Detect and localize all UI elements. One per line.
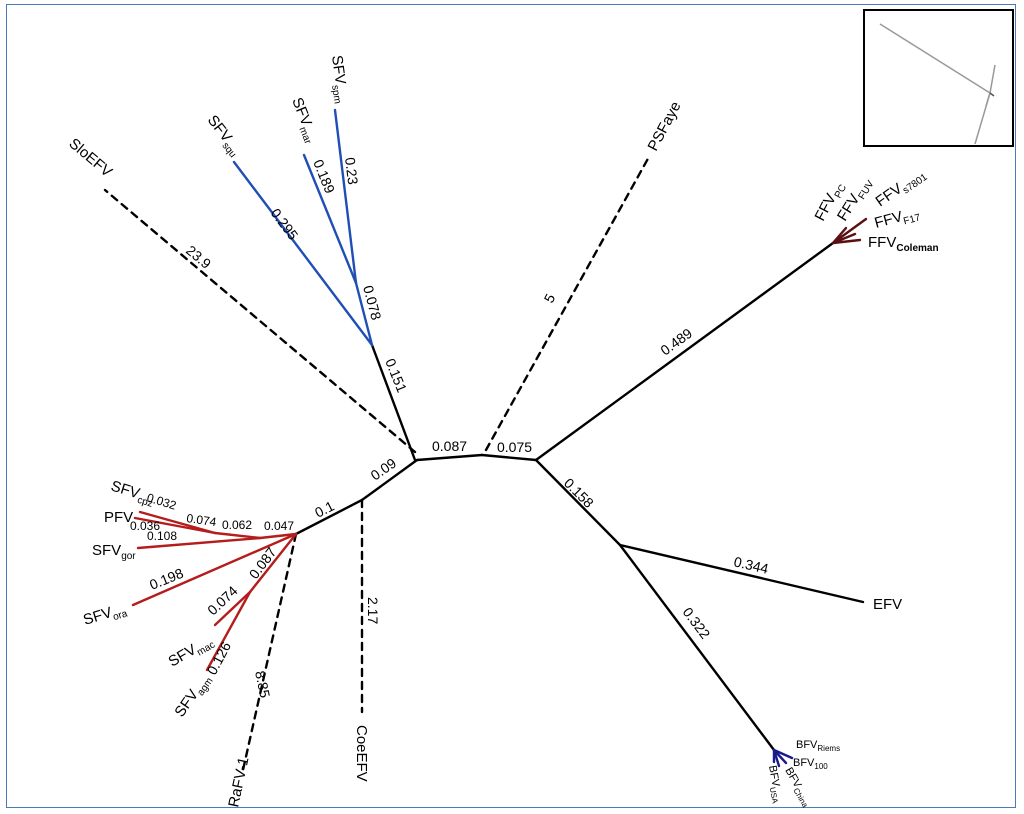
taxon-sfv-agm: SFVagm	[171, 671, 215, 722]
branch-bfv-b	[772, 748, 788, 765]
taxon-sfv-mar: SFVmar	[286, 95, 322, 146]
branch-sfv-gor	[136, 536, 262, 550]
label-efv-length: 0.344	[732, 553, 770, 577]
label-owm-stem-a-length: 0.09	[368, 455, 400, 484]
label-bfv-stem-length: 0.322	[680, 604, 714, 642]
branch-owm-stem	[294, 458, 419, 536]
taxon-efv: EFV	[873, 596, 902, 613]
label-coeefv-length: 2.17	[365, 597, 381, 624]
ffv-clade-branches	[831, 217, 868, 245]
label-psfaye-length: 5	[541, 291, 559, 306]
taxon-ffv-f17: FFVF17	[873, 204, 923, 235]
taxon-sloefv: SloEFV	[65, 135, 115, 181]
branch-psfaye	[484, 153, 652, 452]
label-owm-stem-b-length: 0.1	[312, 497, 337, 520]
branch-sfv-ora	[131, 532, 298, 607]
taxon-bfv-china: BFVChina	[781, 766, 815, 810]
bfv-clade-branches	[772, 748, 794, 768]
label-sfv-squ-length: 0.295	[268, 205, 302, 243]
branch-root-b	[480, 453, 538, 462]
branch-sfv-spm	[333, 108, 358, 285]
figure-frame	[6, 4, 1016, 808]
branch-sfv-squ	[232, 160, 374, 347]
branch-bfv-a	[772, 748, 794, 760]
branch-length-labels: 23.9 0.295 0.189 0.23 0.078 0.151 0.087 …	[183, 156, 770, 699]
taxon-psfaye: PSFaye	[645, 99, 685, 154]
branch-sfv-agm	[205, 590, 252, 672]
label-root-b-length: 0.075	[497, 439, 532, 455]
taxon-sfv-gor: SFVgor	[92, 542, 136, 562]
taxon-bfv-100: BFV100	[793, 757, 828, 771]
bfv-labels: BFVRiems BFV100 BFVChina BFVUSA	[764, 739, 840, 810]
branch-rafv	[241, 532, 298, 772]
taxon-ffv-coleman: FFVColeman	[868, 234, 939, 254]
branch-efv-bfv-stem	[534, 458, 622, 547]
taxon-coeefv: CoeEFV	[353, 725, 370, 782]
branch-ffv-b	[831, 226, 848, 245]
branch-ffv-a	[831, 217, 868, 245]
owm-clade-branches	[131, 510, 298, 672]
label-sfv-mac-length: 0.074	[204, 582, 241, 618]
branch-root-a	[415, 453, 484, 462]
label-sfv-spm-length: 0.23	[342, 156, 361, 185]
label-ape-stem-length: 0.047	[264, 519, 294, 533]
taxon-pfv: PFV	[104, 509, 133, 526]
inset-long-branch	[879, 23, 991, 94]
label-efv-bfv-stem-length: 0.158	[561, 475, 597, 511]
inset-overview	[863, 9, 1014, 147]
label-sfv-gor-length: 0.108	[147, 529, 177, 543]
inset-frame	[863, 9, 1014, 147]
branch-efv	[618, 543, 865, 604]
taxon-labels: SloEFV SFVsqu SFVmar SFVspm PSFaye FFVPC…	[65, 54, 938, 809]
branch-ape-stem	[258, 532, 298, 540]
branch-pfv	[133, 516, 217, 535]
branch-ffv-stem	[534, 241, 835, 462]
branch-sfv-mar	[302, 153, 358, 285]
inset-branch-short	[985, 92, 991, 107]
label-nwm-stem-length: 0.151	[382, 356, 410, 395]
label-sfv-mar-length: 0.189	[310, 157, 338, 196]
label-root-a-length: 0.087	[432, 438, 467, 454]
taxon-sfv-squ: SFVsqu	[201, 112, 245, 160]
label-ape-inner-length: 0.062	[222, 518, 252, 532]
inset-branch-up	[989, 64, 996, 94]
backbone-branches	[103, 153, 865, 772]
owm-length-labels: 0.047 0.032 0.036 0.074 0.062 0.108	[130, 490, 294, 543]
taxon-bfv-usa: BFVUSA	[764, 764, 784, 804]
label-rafv-length: 8.85	[252, 669, 273, 699]
label-pfv-length: 0.036	[130, 519, 160, 533]
label-chimp-human-length: 0.074	[186, 511, 218, 529]
taxon-bfv-riems: BFVRiems	[796, 739, 840, 753]
branch-nwm-node	[354, 281, 374, 347]
label-sloefv-length: 23.9	[183, 242, 214, 272]
label-ffv-stem-length: 0.489	[657, 325, 695, 359]
branch-ape-inner	[213, 531, 262, 540]
branch-macaque-stem	[248, 532, 298, 594]
taxon-sfv-ora: SFVora	[81, 600, 129, 632]
branch-sloefv	[103, 188, 417, 454]
label-sfv-ora-length: 0.198	[147, 565, 186, 593]
nwm-clade-branches	[232, 108, 374, 347]
branch-nwm-stem	[370, 343, 417, 462]
inset-branch-tiny	[989, 92, 995, 97]
taxon-rafv: RaFV-1	[225, 756, 252, 809]
branch-sfv-mac	[213, 590, 252, 627]
taxon-ffv-s7801: FFVs7801	[873, 164, 930, 213]
taxon-sfv-spm: SFVspm	[325, 54, 351, 104]
branch-bfv-stem	[618, 543, 776, 752]
branch-ffv-d	[831, 238, 862, 245]
